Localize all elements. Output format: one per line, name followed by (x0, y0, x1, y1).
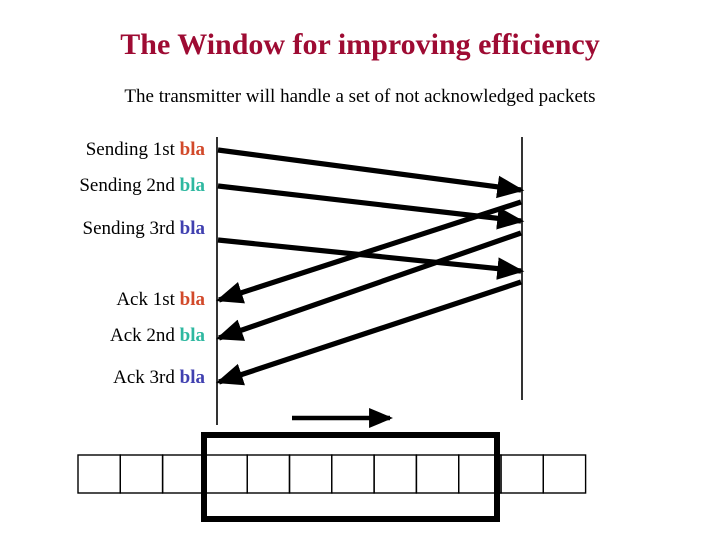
buffer-cell (77, 454, 121, 494)
ack-arrow-2 (215, 230, 522, 341)
sending-label-keyword: bla (179, 218, 205, 239)
ack-label-keyword: bla (179, 367, 205, 388)
ack-label-prefix: Ack 2nd (109, 325, 180, 346)
ack-label-1: Ack 1st bla (116, 290, 205, 309)
sending-label-2: Sending 2nd bla (79, 176, 205, 195)
ack-arrows-group (215, 199, 522, 386)
buffer-cell (373, 454, 418, 494)
send-arrow-2 (217, 183, 525, 230)
timeline-axes (216, 137, 523, 425)
sending-label-keyword: bla (179, 175, 205, 196)
buffer-cells-group (77, 454, 587, 494)
ack-label-2: Ack 2nd bla (110, 326, 205, 345)
subtitle-text: The transmitter will handle a set of not… (124, 86, 596, 107)
sending-label-prefix: Sending 2nd (79, 175, 180, 196)
buffer-cell (204, 454, 248, 494)
buffer-cell (331, 454, 375, 494)
ack-label-keyword: bla (179, 325, 205, 346)
buffer-cell (542, 454, 587, 494)
buffer-cell (500, 454, 544, 494)
sending-label-3: Sending 3rd bla (83, 219, 205, 238)
send-arrow-1 (217, 147, 525, 199)
send-arrows-group (217, 147, 525, 280)
sliding-window-box (201, 432, 500, 522)
sending-label-prefix: Sending 1st (85, 139, 180, 160)
buffer-cell (415, 454, 460, 494)
sliding-window-box-group (201, 432, 500, 522)
ack-arrow-3 (215, 279, 522, 386)
buffer-cell (119, 454, 164, 494)
ack-label-3: Ack 3rd bla (113, 368, 205, 387)
buffer-cell (288, 454, 333, 494)
send-arrow-3 (217, 237, 525, 280)
sending-label-keyword: bla (179, 139, 205, 160)
sending-label-prefix: Sending 3rd (82, 218, 180, 239)
ack-label-prefix: Ack 1st (116, 289, 180, 310)
sending-label-1: Sending 1st bla (86, 140, 205, 159)
ack-arrow-1 (215, 199, 522, 304)
ack-label-prefix: Ack 3rd (113, 367, 180, 388)
ack-label-keyword: bla (179, 289, 205, 310)
page-title: The Window for improving efficiency (120, 28, 600, 61)
buffer-cell (246, 454, 291, 494)
buffer-cell (161, 454, 206, 494)
